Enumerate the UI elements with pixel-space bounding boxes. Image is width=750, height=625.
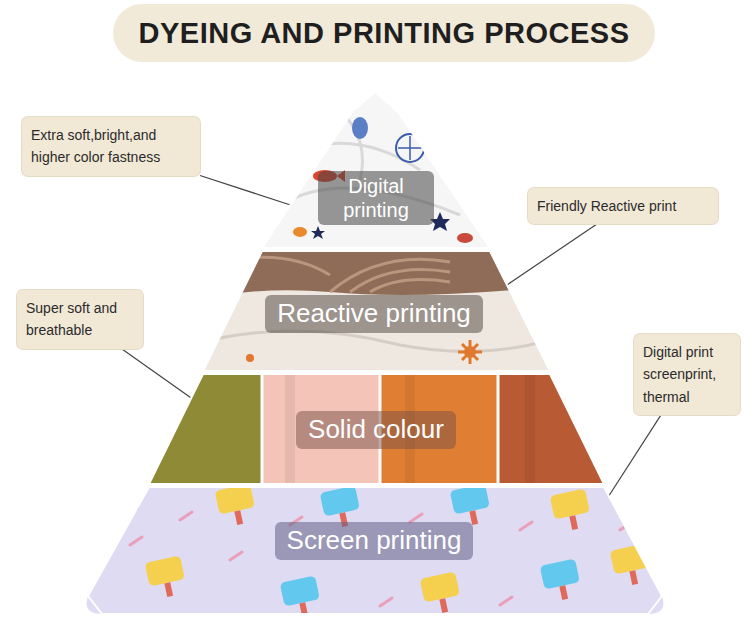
brown-print-stripe bbox=[230, 257, 450, 292]
popsicle-motif bbox=[420, 572, 463, 617]
callout-text: Friendly Reactive print bbox=[537, 195, 709, 217]
pyramid-band: Digital printing bbox=[262, 92, 490, 248]
roll-shading bbox=[290, 370, 530, 488]
leader-line bbox=[122, 349, 192, 398]
print-motif bbox=[293, 227, 307, 237]
band-edge bbox=[149, 374, 604, 484]
leader-line bbox=[507, 224, 596, 285]
print-motif bbox=[457, 233, 473, 243]
solid-fabric bbox=[145, 370, 609, 488]
popsicle-top bbox=[145, 556, 185, 587]
reactive-fabric bbox=[195, 245, 555, 375]
popsicle-motif bbox=[215, 484, 258, 529]
title-text: DYEING AND PRINTING PROCESS bbox=[139, 17, 630, 50]
band-label: Solid colour bbox=[296, 411, 456, 448]
popsicle-stick bbox=[629, 570, 638, 585]
screen-fabric bbox=[80, 483, 675, 620]
popsicle-top bbox=[450, 484, 490, 515]
band-edge bbox=[203, 251, 550, 371]
pyramid-band: Solid colour bbox=[149, 374, 604, 484]
popsicle-stick bbox=[569, 515, 578, 530]
band-label: Screen printing bbox=[275, 522, 474, 559]
callout-box: Digital print screenprint, thermal bbox=[634, 334, 740, 415]
popsicle-top bbox=[610, 544, 650, 575]
popsicle-stick bbox=[439, 598, 448, 613]
popsicle-motif bbox=[550, 489, 593, 534]
fabric-fold bbox=[210, 331, 550, 351]
popsicle-top bbox=[320, 486, 360, 517]
roll-gap bbox=[262, 370, 498, 488]
fabric-ground bbox=[250, 85, 510, 255]
band-edge bbox=[262, 92, 490, 248]
brown-roll bbox=[499, 370, 609, 488]
popsicle-motif bbox=[145, 556, 188, 601]
olive-roll bbox=[145, 370, 263, 488]
callout-text: Super soft and breathable bbox=[26, 297, 134, 342]
star-motif bbox=[311, 226, 325, 239]
popsicle-stick bbox=[164, 582, 173, 597]
fabric-ground bbox=[195, 245, 555, 375]
popsicle-top bbox=[420, 572, 460, 603]
fabric-ground bbox=[80, 483, 675, 618]
leader-line bbox=[609, 415, 661, 496]
print-motif bbox=[352, 117, 368, 139]
callout-text: Digital print screenprint, thermal bbox=[643, 341, 731, 408]
flower-motif bbox=[464, 346, 476, 358]
flower-motif bbox=[246, 354, 254, 362]
pyramid-band: Reactive printing bbox=[203, 251, 550, 371]
band-label: Reactive printing bbox=[265, 295, 483, 332]
digital-fabric bbox=[250, 85, 510, 255]
popsicle-top bbox=[550, 489, 590, 520]
callout-text: Extra soft,bright,and higher color fastn… bbox=[31, 124, 191, 169]
title-pill: DYEING AND PRINTING PROCESS bbox=[113, 4, 656, 62]
band-edge bbox=[88, 487, 662, 614]
popsicle-top bbox=[215, 484, 255, 515]
print-motif bbox=[398, 136, 422, 160]
popsicle-stick bbox=[559, 585, 568, 600]
popsicle-motif bbox=[540, 559, 583, 604]
popsicle-top bbox=[540, 559, 580, 590]
pink-dash-motif bbox=[130, 512, 632, 606]
popsicle-stick bbox=[234, 510, 243, 525]
callout-box: Extra soft,bright,and higher color fastn… bbox=[22, 117, 200, 176]
popsicle-top bbox=[280, 576, 320, 607]
print-motif bbox=[396, 134, 424, 162]
callout-box: Friendly Reactive print bbox=[528, 188, 718, 224]
leader-line bbox=[200, 175, 290, 205]
pyramid-band: Screen printing bbox=[88, 487, 662, 614]
callout-box: Super soft and breathable bbox=[17, 290, 143, 349]
band-label: Digital printing bbox=[318, 171, 434, 225]
flower-motif bbox=[458, 340, 482, 364]
